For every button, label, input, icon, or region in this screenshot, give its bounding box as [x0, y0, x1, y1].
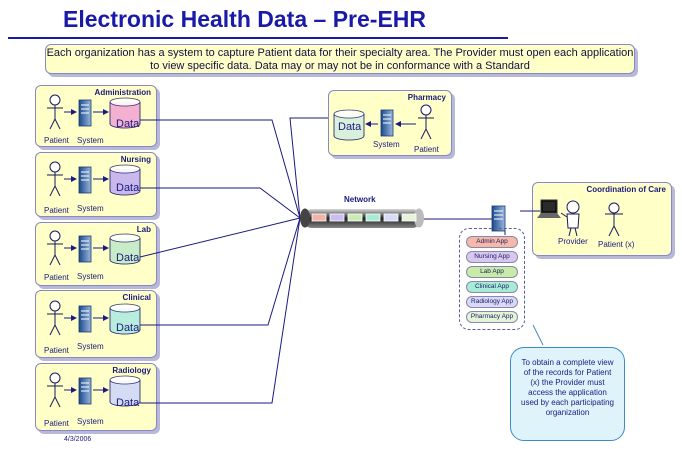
system-icon [78, 377, 92, 405]
data-cylinder-icon [333, 109, 365, 141]
org-system-label: System [77, 204, 104, 213]
app-clinical[interactable]: Clinical App [466, 281, 518, 293]
system-icon [380, 109, 394, 137]
app-radiology[interactable]: Radiology App [466, 296, 518, 308]
data-cylinder-icon [109, 164, 141, 196]
org-title: Nursing [120, 155, 151, 164]
application-group: Admin App Nursing App Lab App Clinical A… [459, 228, 525, 330]
org-data-label: Data [116, 118, 140, 130]
org-title: Administration [94, 88, 151, 97]
org-icon-group [47, 372, 141, 408]
org-patient-label: Patient [44, 419, 69, 428]
pharmacy-icon-group [333, 104, 434, 141]
org-icon-group [47, 300, 141, 336]
date-label: 4/3/2006 [64, 436, 92, 443]
connection-lines [139, 117, 506, 404]
system-icon [78, 166, 92, 194]
org-patient-label: Patient [44, 206, 69, 215]
pharmacy-system-label: System [373, 140, 400, 149]
system-icon [78, 99, 92, 127]
patient-icon [47, 94, 63, 130]
org-icon-group [47, 161, 141, 197]
org-title: Clinical [122, 293, 151, 302]
laptop-icon [537, 199, 561, 218]
org-system-label: System [77, 136, 104, 145]
patient-x-label: Patient (x) [598, 240, 635, 249]
provider-label: Provider [558, 237, 588, 246]
pharmacy-patient-label: Patient [414, 145, 439, 154]
org-system-label: System [77, 272, 104, 281]
app-nursing[interactable]: Nursing App [466, 251, 518, 263]
org-data-label: Data [116, 182, 140, 194]
org-patient-label: Patient [44, 273, 69, 282]
network-tube [300, 208, 424, 228]
org-title: Radiology [112, 366, 151, 375]
system-icon [78, 305, 92, 333]
title-underline [8, 37, 508, 39]
data-cylinder-icon [109, 233, 141, 265]
patient-icon [47, 230, 63, 266]
patient-icon [418, 104, 434, 140]
patient-icon [47, 161, 63, 197]
central-server-icon [491, 205, 506, 232]
org-data-label: Data [116, 322, 140, 334]
org-patient-label: Patient [44, 346, 69, 355]
patient-icon [47, 372, 63, 408]
data-cylinder-icon [109, 375, 141, 407]
patient-icon [47, 300, 63, 336]
org-patient-label: Patient [44, 136, 69, 145]
page-title: Electronic Health Data – Pre-EHR [63, 6, 427, 32]
system-icon [78, 235, 92, 263]
provider-icon [560, 200, 580, 237]
org-data-label: Data [116, 397, 140, 409]
org-system-label: System [77, 417, 104, 426]
app-pharmacy[interactable]: Pharmacy App [466, 311, 518, 323]
app-admin[interactable]: Admin App [466, 236, 518, 248]
data-cylinder-icon [109, 303, 141, 335]
coordination-title: Coordination of Care [586, 185, 666, 194]
org-icon-group [47, 94, 141, 130]
patient-x-icon [605, 202, 623, 237]
pharmacy-data-label: Data [338, 121, 362, 133]
data-cylinder-icon [109, 97, 141, 129]
intro-text: Each organization has a system to captur… [45, 44, 635, 74]
network-label: Network [344, 195, 376, 204]
org-system-label: System [77, 342, 104, 351]
org-data-label: Data [116, 252, 140, 264]
org-icon-group [47, 230, 141, 266]
app-lab[interactable]: Lab App [466, 266, 518, 278]
bubble-pointer [532, 324, 544, 346]
org-title: Lab [136, 225, 151, 234]
coordination-box: Coordination of Care [532, 182, 672, 256]
explanation-bubble: To obtain a complete view of the records… [510, 347, 625, 441]
org-title: Pharmacy [407, 93, 446, 102]
